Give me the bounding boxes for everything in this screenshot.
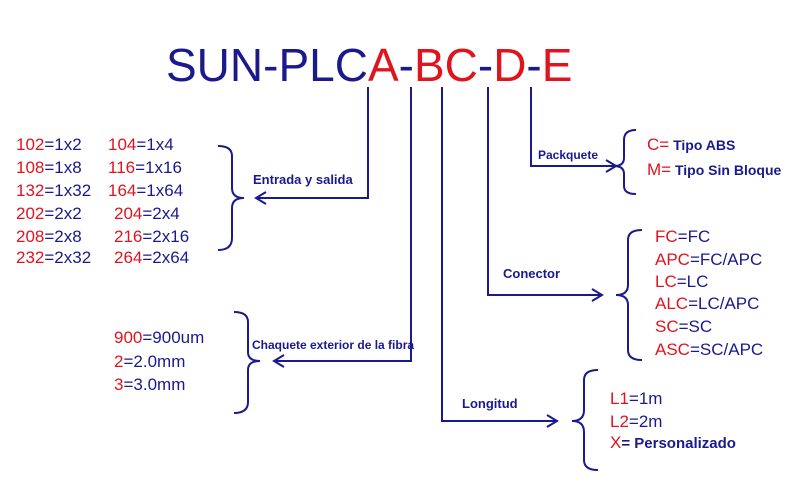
longitud-option: L1=1m <box>610 389 663 408</box>
conector-option: APC=FC/APC <box>655 250 763 269</box>
label-longitud: Longitud <box>462 396 518 411</box>
arrow-bc <box>272 354 285 368</box>
line-e <box>530 87 614 167</box>
code-dash-2: - <box>477 39 494 91</box>
label-conector: Conector <box>503 266 561 281</box>
label-packquete: Packquete <box>538 148 599 162</box>
conector-option: ASC=SC/APC <box>655 340 764 359</box>
entrada-option: 102=1x2 <box>16 135 82 154</box>
conector-option: ALC=LC/APC <box>655 294 760 313</box>
line-longitud <box>441 87 555 422</box>
brace-chaqueta <box>233 311 261 414</box>
entrada-option: 204=2x4 <box>114 204 180 223</box>
arrow-longitud <box>546 414 559 428</box>
entrada-option: 208=2x8 <box>16 227 82 246</box>
code-d: D <box>493 39 527 91</box>
entrada-option: 108=1x8 <box>16 158 82 177</box>
conector-option: FC=FC <box>655 227 711 246</box>
entrada-option: 232=2x32 <box>16 248 92 267</box>
entrada-option: 104=1x4 <box>108 135 174 154</box>
packquete-option: C= Tipo ABS <box>647 135 736 154</box>
packquete-option: M= Tipo Sin Bloque <box>647 160 782 179</box>
arrow-d <box>591 288 604 302</box>
conector-option: SC=SC <box>655 317 713 336</box>
label-chaqueta: Chaquete exterior de la fibra <box>252 338 415 352</box>
brace-conector <box>615 229 643 361</box>
line-d <box>487 87 600 296</box>
chaqueta-option: 3=3.0mm <box>114 375 186 394</box>
code-prefix: SUN-PLC <box>166 39 368 91</box>
product-code: SUN-PLCA-BC-D-E <box>166 38 572 92</box>
arrow-a <box>254 191 267 205</box>
code-dash-3: - <box>526 39 542 91</box>
entrada-option: 164=1x64 <box>108 181 184 200</box>
longitud-option: X= Personalizado <box>610 433 736 452</box>
code-e: E <box>541 39 573 91</box>
entrada-option: 202=2x2 <box>16 204 82 223</box>
longitud-option: L2=2m <box>610 412 663 431</box>
line-bc <box>276 87 412 362</box>
brace-entrada <box>217 145 245 251</box>
entrada-option: 216=2x16 <box>114 227 190 246</box>
line-a <box>258 87 369 199</box>
brace-packquete <box>613 129 637 195</box>
entrada-option: 116=1x16 <box>108 158 182 177</box>
chaqueta-option: 900=900um <box>114 328 205 347</box>
code-bc: BC <box>413 39 478 91</box>
code-dash-1: - <box>398 39 414 91</box>
brace-longitud <box>571 369 599 471</box>
code-a: A <box>367 39 399 91</box>
label-entrada: Entrada y salida <box>253 172 353 187</box>
conector-option: LC=LC <box>655 272 709 291</box>
entrada-option: 132=1x32 <box>16 181 92 200</box>
chaqueta-option: 2=2.0mm <box>114 352 186 371</box>
entrada-option: 264=2x64 <box>114 248 190 267</box>
